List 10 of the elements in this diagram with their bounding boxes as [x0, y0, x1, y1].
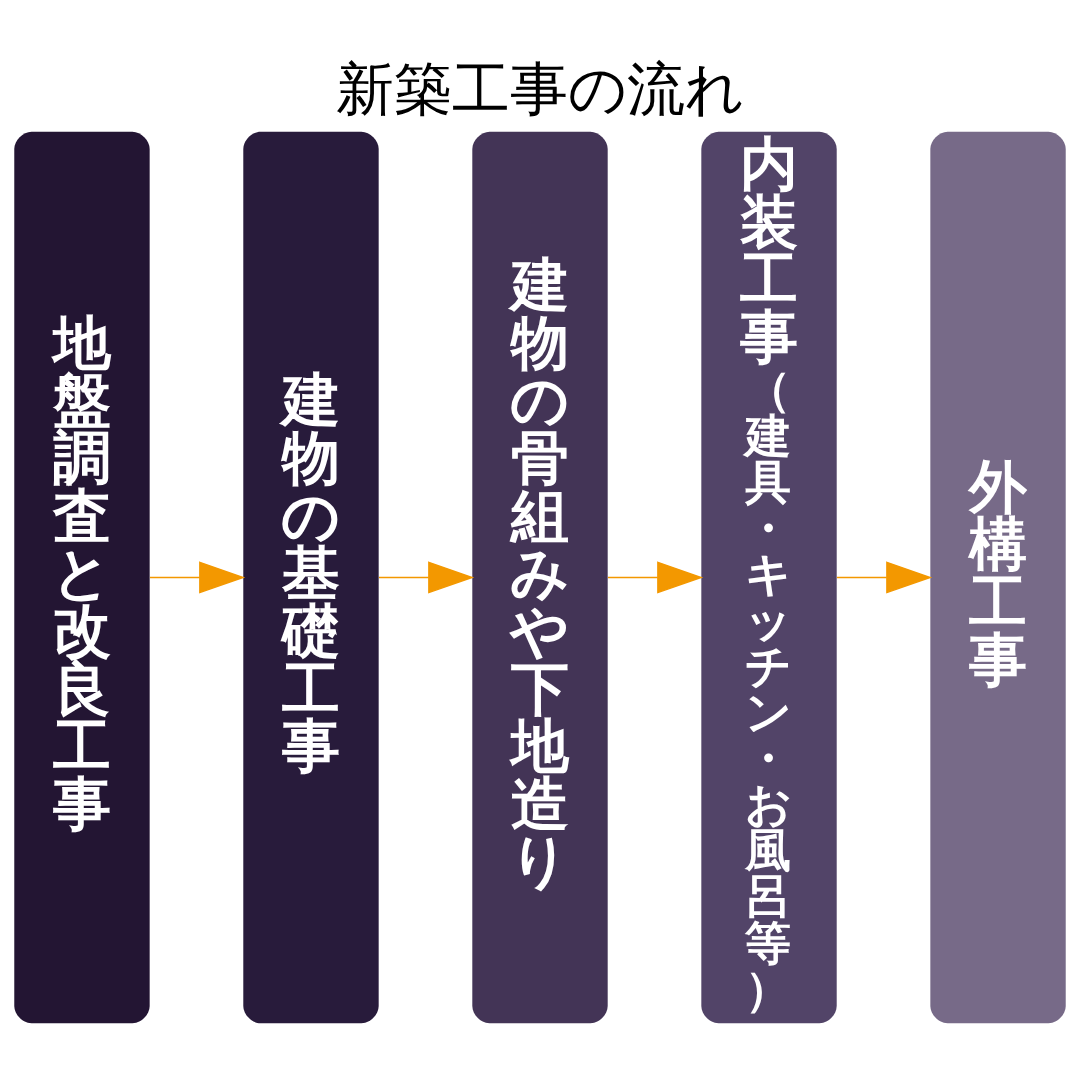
- node-box: 建物の骨組みや下地造り: [472, 131, 608, 1024]
- arrow: [378, 561, 475, 594]
- arrow: [836, 561, 933, 594]
- node-box: 内装工事 （建具・キッチン・お風呂等）: [701, 131, 837, 1024]
- arrow: [149, 561, 246, 594]
- arrow: [607, 561, 704, 594]
- node-box: 地盤調査と改良工事: [14, 131, 150, 1024]
- node-box: 外構工事: [930, 131, 1066, 1024]
- node-box: 建物の基礎工事: [243, 131, 379, 1024]
- diagram-title: 新築工事の流れ: [336, 55, 744, 123]
